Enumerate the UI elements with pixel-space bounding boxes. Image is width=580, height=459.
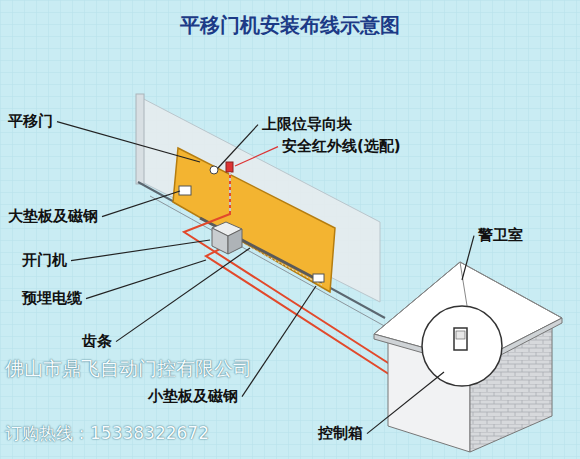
gate-motor <box>212 228 228 254</box>
leader-line <box>57 122 200 162</box>
part-label: 小垫板及磁钢 <box>148 388 238 405</box>
gate-motor <box>228 229 242 254</box>
diagram-title: 平移门机安装布线示意图 <box>0 12 580 39</box>
part-label: 上限位导向块 <box>262 116 352 133</box>
infrared-beam <box>229 172 231 214</box>
part-label: 安全红外线(选配) <box>282 138 401 155</box>
part-label: 大垫板及磁钢 <box>8 208 98 225</box>
infrared-sensor <box>226 162 233 172</box>
back-wall <box>138 96 380 302</box>
sliding-gate <box>173 148 335 292</box>
part-label: 平移门 <box>8 113 53 130</box>
leader-line <box>235 147 278 166</box>
leader-line <box>86 260 206 299</box>
part-label: 控制箱 <box>318 425 363 442</box>
leader-line <box>242 286 316 397</box>
small-plate <box>313 274 324 282</box>
leader-line <box>462 236 474 280</box>
limit-guide <box>210 166 218 174</box>
control-box <box>456 331 465 339</box>
watermark: 佛山市鼎飞自动门控有限公司 <box>5 358 252 380</box>
part-label: 预埋电缆 <box>22 290 82 307</box>
part-label: 警卫室 <box>478 227 523 244</box>
leader-line <box>116 248 250 342</box>
large-plate <box>179 186 191 195</box>
leader-line <box>218 125 258 168</box>
wall-post <box>136 94 144 184</box>
leader-line <box>367 372 444 434</box>
cable <box>184 172 396 368</box>
watermark: 订购热线：15338322672 <box>5 424 209 444</box>
leader-line <box>102 191 180 217</box>
detail-circle <box>422 306 502 386</box>
leader-line <box>71 240 210 261</box>
part-label: 开门机 <box>22 252 67 269</box>
part-label: 齿条 <box>82 333 112 350</box>
control-box <box>454 328 467 350</box>
